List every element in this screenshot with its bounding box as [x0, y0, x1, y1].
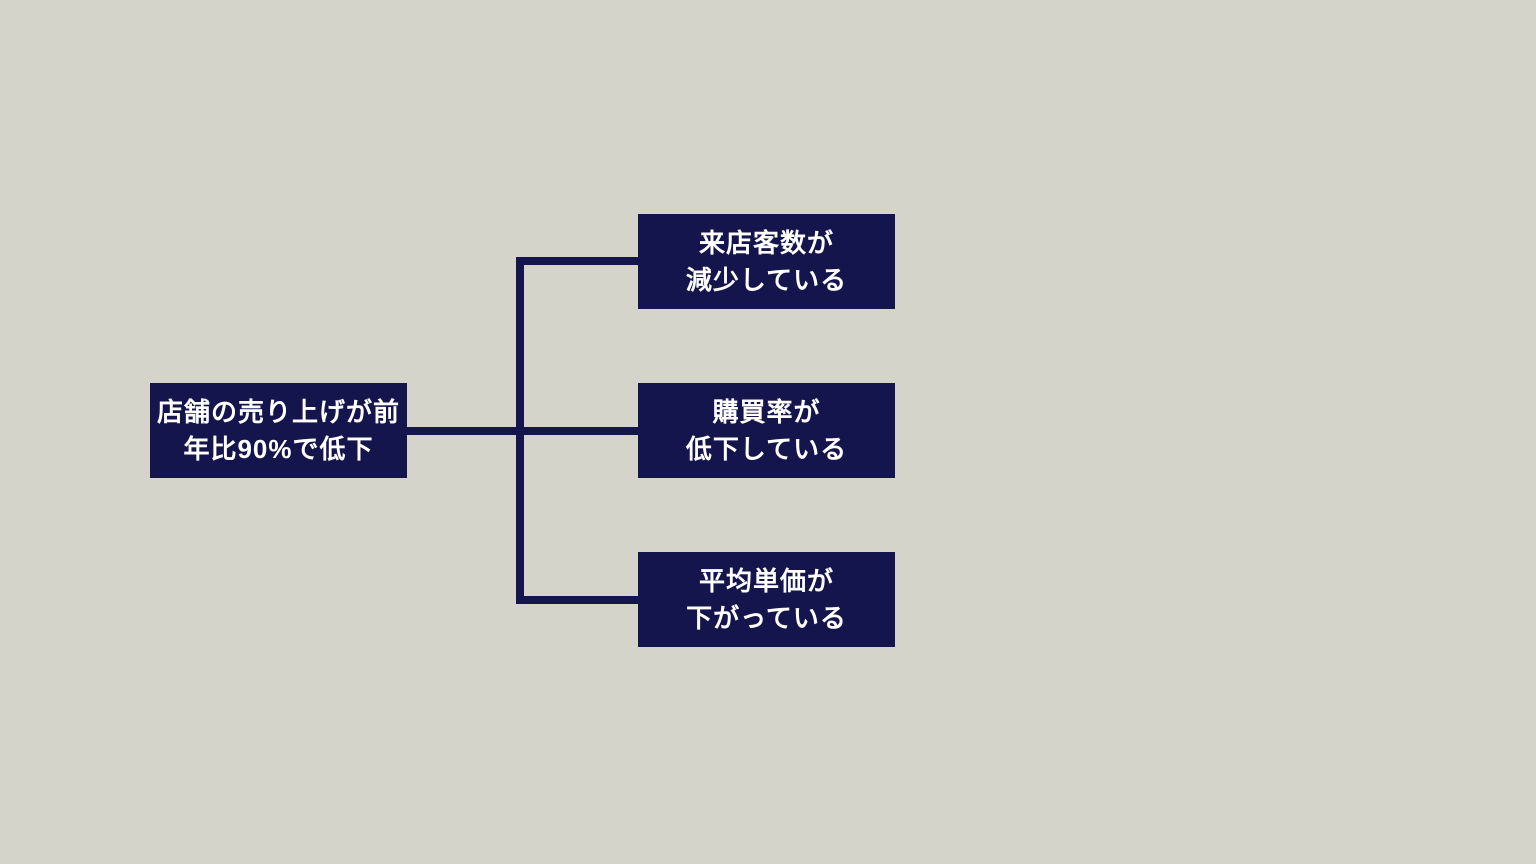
child-node-label-line2: 低下している: [685, 433, 848, 464]
child-node-average-price: 平均単価が 下がっている: [638, 552, 895, 647]
child-node-label-line1: 来店客数が: [698, 227, 834, 258]
connector-vertical-spine: [516, 257, 524, 604]
child-node-label-line2: 下がっている: [686, 602, 847, 633]
root-node-label-line1: 店舗の売り上げが前: [156, 396, 400, 427]
connector-branch-top: [516, 257, 638, 265]
connector-branch-bottom: [516, 596, 638, 604]
child-node-label-line2: 減少している: [685, 264, 848, 295]
child-node-label-line1: 購買率が: [712, 396, 821, 427]
child-node-label-line1: 平均単価が: [698, 565, 834, 596]
child-node-purchase-rate: 購買率が 低下している: [638, 383, 895, 478]
child-node-visitors: 来店客数が 減少している: [638, 214, 895, 309]
root-node: 店舗の売り上げが前 年比90%で低下: [150, 383, 407, 478]
root-node-label-line2: 年比90%で低下: [183, 433, 374, 464]
